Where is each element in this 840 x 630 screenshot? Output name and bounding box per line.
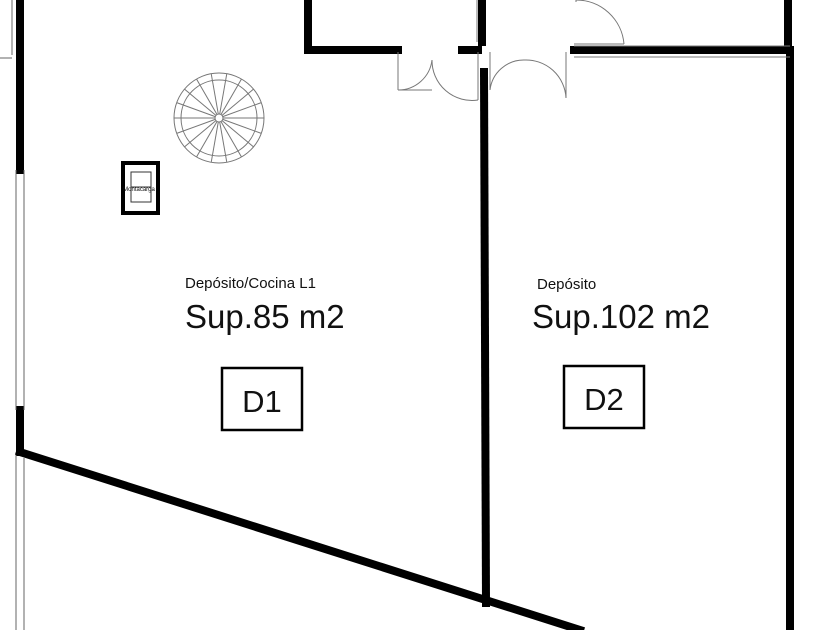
stair-tread [196, 121, 218, 158]
stair-tread [219, 121, 228, 163]
door-left-arc-a [397, 59, 433, 91]
stair-tread [184, 88, 217, 116]
stair-tread [220, 78, 242, 115]
door-right-arc-b [523, 59, 567, 99]
room-d2-code: D2 [584, 382, 624, 417]
stair-tread [222, 102, 262, 118]
wall-divider [479, 67, 491, 608]
door-left-arc-b [431, 59, 479, 101]
door-right-arc-a [489, 59, 525, 91]
stair-tread [221, 120, 254, 148]
stair-tread [196, 78, 218, 115]
left-glazing [15, 170, 25, 630]
stair-tread [221, 88, 254, 116]
room-d1: Depósito/Cocina L1 Sup.85 m2 D1 [185, 275, 345, 432]
elevator-icon: Montacarga [121, 161, 160, 215]
stair-tread [176, 118, 216, 134]
room-d2: Depósito Sup.102 m2 D2 [532, 276, 710, 430]
stair-tread [210, 121, 219, 163]
wall-diagonal [14, 446, 586, 630]
doors [397, 0, 625, 101]
spiral-stair-icon [173, 72, 265, 164]
room-d1-name: Depósito/Cocina L1 [185, 275, 316, 292]
stair-tread [184, 120, 217, 148]
room-d1-area: Sup.85 m2 [185, 298, 345, 335]
room-d1-code: D1 [242, 384, 282, 419]
door-upper-arc [576, 0, 625, 45]
wall-upper-notch [304, 0, 402, 54]
stair-tread [220, 121, 242, 158]
walls [14, 0, 794, 630]
stair-tread [222, 118, 262, 134]
room-d1-code-box [220, 366, 304, 432]
room-d2-code-box [562, 364, 646, 430]
stair-tread [219, 73, 228, 115]
room-d2-area: Sup.102 m2 [532, 298, 710, 335]
stair-tread [176, 102, 216, 118]
room-d2-name: Depósito [537, 276, 596, 293]
stair-tread [210, 73, 219, 115]
elevator-label: Montacarga [123, 187, 155, 193]
